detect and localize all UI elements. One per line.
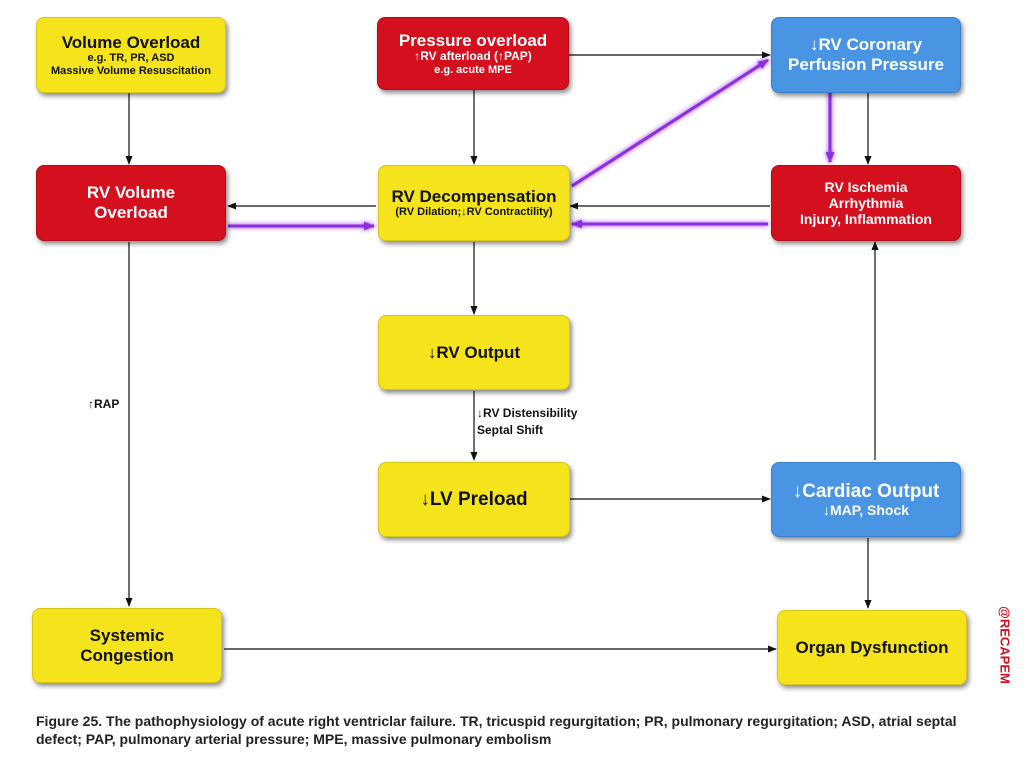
node-rv-ischemia-line2: Arrhythmia — [828, 194, 904, 211]
node-rv-decompensation: RV Decompensation (RV Dilation;↓RV Contr… — [378, 165, 570, 241]
feedback-arrows — [228, 58, 835, 231]
node-rv-output-title: ↓RV Output — [427, 342, 521, 362]
node-rv-ischemia-line1: RV Ischemia — [824, 178, 908, 195]
label-septal-shift: Septal Shift — [477, 423, 544, 437]
node-volume-overload-line1: e.g. TR, PR, ASD — [87, 52, 175, 65]
node-rv-ischemia-line3: Injury, Inflammation — [800, 211, 932, 228]
node-rv-coronary-line1: ↓RV Coronary — [809, 35, 923, 55]
node-systemic-line1: Systemic — [89, 625, 165, 645]
node-pressure-overload: Pressure overload ↑RV afterload (↑PAP) e… — [377, 17, 569, 90]
node-rv-volume-overload: RV Volume Overload — [36, 165, 226, 241]
node-rv-decompensation-title: RV Decompensation — [391, 186, 557, 206]
node-cardiac-output: ↓Cardiac Output ↓MAP, Shock — [771, 462, 961, 537]
node-volume-overload-title: Volume Overload — [61, 32, 201, 52]
node-rv-ischemia: RV Ischemia Arrhythmia Injury, Inflammat… — [771, 165, 961, 241]
node-rv-output: ↓RV Output — [378, 315, 570, 390]
watermark: @RECAPEM — [997, 606, 1013, 684]
node-pressure-overload-line1: ↑RV afterload (↑PAP) — [414, 49, 532, 64]
node-rv-decompensation-subtitle: (RV Dilation;↓RV Contractility) — [395, 206, 553, 219]
node-volume-overload: Volume Overload e.g. TR, PR, ASD Massive… — [36, 17, 226, 93]
node-volume-overload-line2: Massive Volume Resuscitation — [51, 64, 211, 77]
node-cardiac-output-title: ↓Cardiac Output — [792, 480, 940, 502]
figure-caption: Figure 25. The pathophysiology of acute … — [36, 713, 957, 748]
feedback-decompensation-to-coronary — [571, 58, 769, 188]
node-lv-preload-title: ↓LV Preload — [420, 488, 528, 510]
node-organ-dysfunction: Organ Dysfunction — [777, 610, 967, 685]
node-lv-preload: ↓LV Preload — [378, 462, 570, 537]
node-pressure-overload-title: Pressure overload — [398, 30, 548, 50]
node-systemic-congestion: Systemic Congestion — [32, 608, 222, 683]
node-systemic-line2: Congestion — [80, 645, 174, 665]
node-organ-dysfunction-title: Organ Dysfunction — [795, 637, 949, 657]
black-arrows — [125, 51, 879, 653]
node-rv-volume-line1: RV Volume — [86, 183, 176, 203]
node-rv-coronary-line2: Perfusion Pressure — [788, 55, 944, 74]
node-rv-volume-line2: Overload — [94, 203, 168, 222]
node-rv-coronary-perfusion: ↓RV Coronary Perfusion Pressure — [771, 17, 961, 93]
label-rv-distensibility: ↓RV Distensibility — [477, 406, 578, 420]
node-cardiac-output-subtitle: ↓MAP, Shock — [822, 502, 910, 519]
label-rap: ↑RAP — [88, 397, 120, 411]
node-pressure-overload-line2: e.g. acute MPE — [434, 63, 512, 76]
